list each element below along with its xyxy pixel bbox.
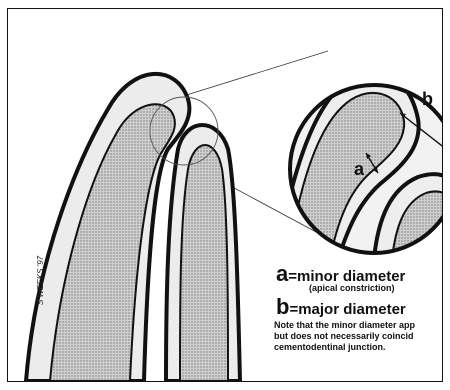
note-line: cementodentinal junction. (274, 342, 386, 352)
legend-a-subtitle: (apical constriction) (309, 283, 395, 293)
note-line: but does not necessarily coincid (274, 331, 414, 341)
legend-a-letter: a (276, 261, 288, 286)
artist-signature: S WEEKS '97 (36, 256, 45, 305)
right-root (166, 125, 240, 381)
figure-frame: a b a=minor diameter (apical constrictio… (7, 8, 443, 382)
legend-b: b=major diameter (276, 294, 406, 320)
marker-a: a (354, 159, 365, 179)
marker-b: b (422, 89, 433, 109)
legend-b-text: =major diameter (289, 301, 405, 318)
magnified-view: a b (278, 72, 443, 259)
legend-b-letter: b (276, 294, 289, 319)
note-line: Note that the minor diameter app (274, 320, 415, 330)
zoom-guide-top (164, 51, 328, 102)
